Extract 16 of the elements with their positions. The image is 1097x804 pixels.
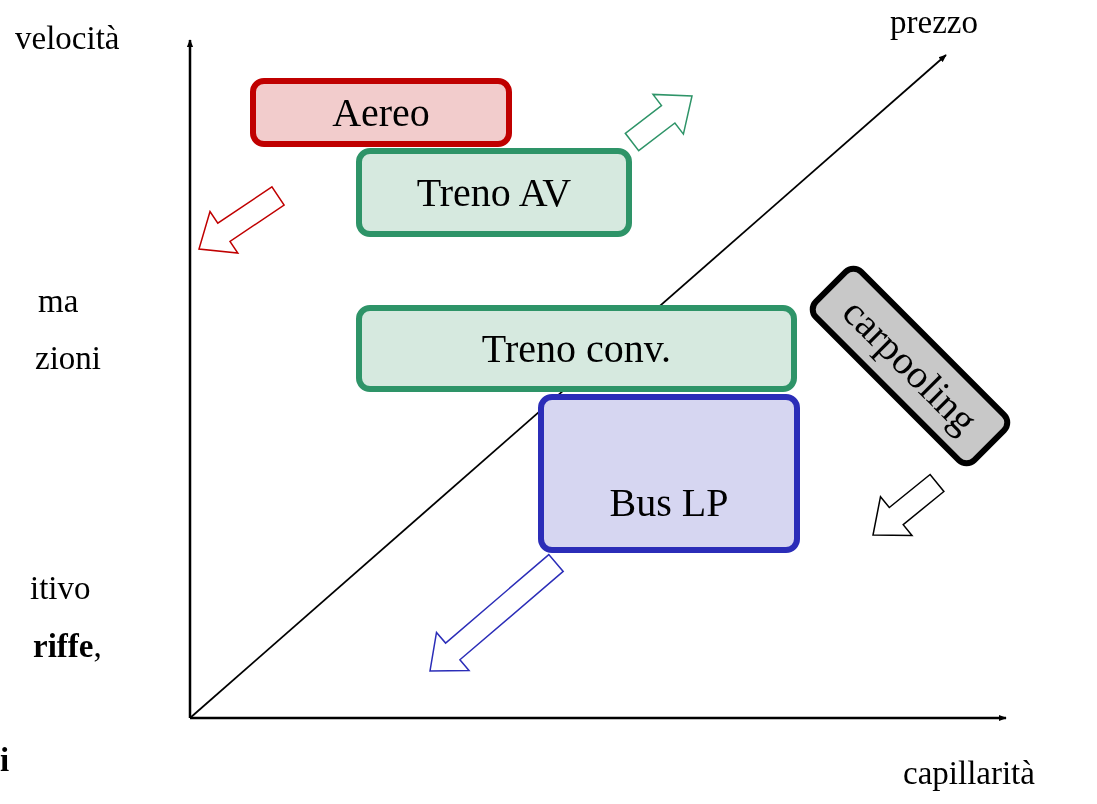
- axis-label: capillarità: [903, 755, 1035, 792]
- text-fragment: zioni: [35, 340, 101, 377]
- box-label: Aereo: [332, 90, 430, 135]
- category-box: [538, 394, 800, 553]
- box-label: Bus LP: [609, 481, 729, 525]
- box-label: Treno AV: [416, 170, 572, 215]
- text-fragment: i: [0, 742, 10, 779]
- category-box: [356, 148, 632, 237]
- category-box: [356, 305, 797, 392]
- box-label: Treno conv.: [481, 326, 672, 371]
- axis-label: velocità: [15, 20, 120, 57]
- category-box: [250, 78, 512, 147]
- text-fragment: itivo: [30, 570, 91, 607]
- text-fragment: ma: [38, 283, 79, 320]
- axis-label: prezzo: [890, 4, 978, 41]
- text-fragment: riffe,: [33, 628, 102, 665]
